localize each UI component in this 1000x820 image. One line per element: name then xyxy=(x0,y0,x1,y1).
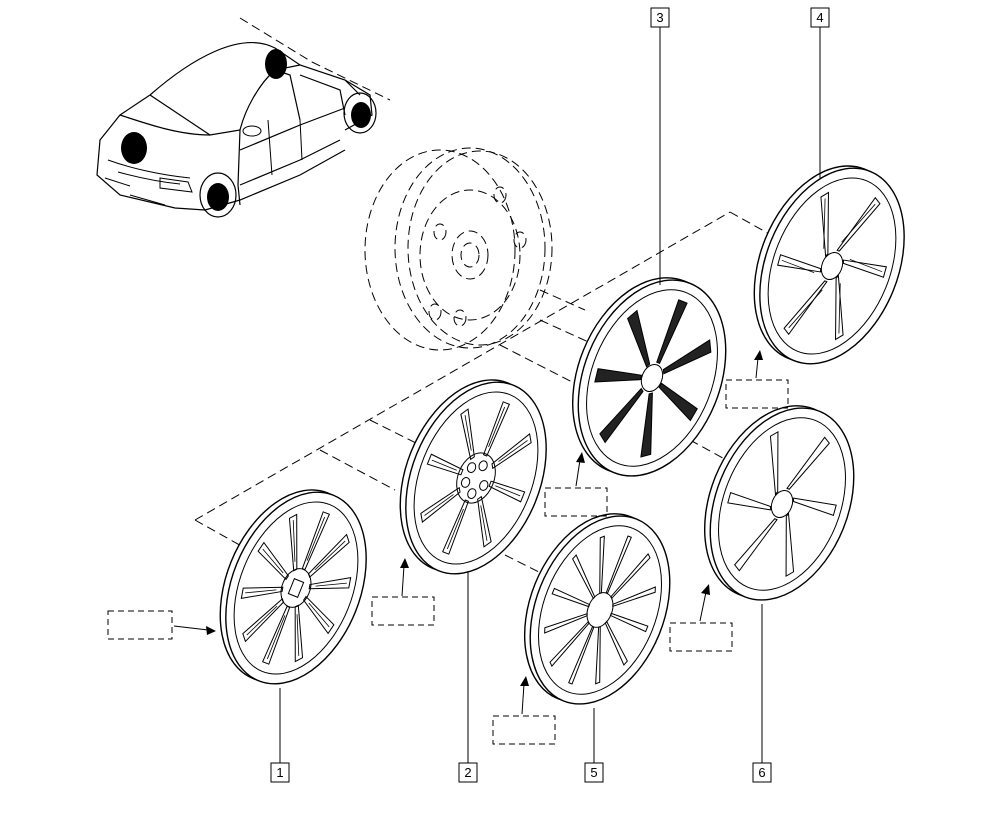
callout-6: 6 xyxy=(752,762,772,783)
clip-arrows xyxy=(107,350,789,745)
spoke xyxy=(769,430,779,496)
callout-label: 1 xyxy=(276,765,283,780)
spoke-split xyxy=(788,289,823,329)
clip-arrow-icon xyxy=(701,584,710,595)
spoke-split xyxy=(266,615,286,660)
callout-2: 2 xyxy=(458,762,478,783)
steel-wheel-icon xyxy=(364,147,586,351)
spoke xyxy=(491,433,532,470)
clip-arrow-icon xyxy=(400,558,409,568)
spoke-split xyxy=(292,520,296,562)
callout-label: 3 xyxy=(656,10,663,25)
spoke xyxy=(792,497,837,517)
spoke-split xyxy=(308,602,330,628)
callout-leaders xyxy=(279,27,821,763)
spoke-split xyxy=(424,494,454,516)
spoke xyxy=(734,518,778,572)
spoke xyxy=(640,392,653,458)
spoke xyxy=(842,259,887,278)
spoke-split xyxy=(841,203,876,243)
spoke xyxy=(658,382,698,422)
spoke-split xyxy=(262,548,284,574)
spoke xyxy=(594,368,643,383)
callout-label: 4 xyxy=(816,10,823,25)
spoke-split xyxy=(431,459,457,471)
spoke-split xyxy=(246,605,278,636)
spoke-split xyxy=(245,589,277,594)
callout-1: 1 xyxy=(270,762,290,783)
spoke-split xyxy=(495,485,521,497)
spoke-split xyxy=(849,258,883,273)
callout-label: 6 xyxy=(758,765,765,780)
spoke-split xyxy=(446,508,464,550)
clip-arrow-icon xyxy=(520,676,529,686)
spoke-split xyxy=(464,415,472,451)
spoke xyxy=(777,254,822,273)
spoke-split xyxy=(314,540,346,571)
spoke xyxy=(656,299,688,364)
spoke-split xyxy=(488,406,506,448)
callout-label: 5 xyxy=(590,765,597,780)
hubcap-4 xyxy=(753,165,905,365)
clip-arrow-icon xyxy=(576,452,585,463)
spoke xyxy=(627,309,651,368)
spoke-split xyxy=(306,516,326,561)
assembly-lines xyxy=(194,211,781,576)
spoke xyxy=(426,453,464,476)
hubcap-1 xyxy=(219,489,367,685)
spoke xyxy=(727,491,772,511)
spoke xyxy=(599,387,644,444)
hubcap-5 xyxy=(523,513,671,705)
hubcap-6 xyxy=(703,405,855,601)
spoke xyxy=(662,339,712,375)
hubcap-2 xyxy=(399,379,547,575)
spoke-split xyxy=(296,614,300,656)
callout-4: 4 xyxy=(810,7,830,28)
spoke-split xyxy=(315,582,347,587)
callout-3: 3 xyxy=(650,7,670,28)
spoke-split xyxy=(838,283,841,334)
callout-label: 2 xyxy=(464,765,471,780)
clip-arrow-icon xyxy=(754,350,763,360)
clip-arrow-icon xyxy=(206,626,216,635)
hubcap-3 xyxy=(572,277,727,477)
callout-5: 5 xyxy=(584,762,604,783)
spoke xyxy=(785,512,795,578)
spoke xyxy=(420,486,461,523)
spoke-split xyxy=(480,505,488,541)
car-outline-icon xyxy=(96,17,391,218)
spoke xyxy=(488,480,526,503)
spoke xyxy=(786,436,830,490)
spoke-split xyxy=(498,440,528,462)
spoke-split xyxy=(781,259,815,274)
spoke-split xyxy=(823,198,826,249)
